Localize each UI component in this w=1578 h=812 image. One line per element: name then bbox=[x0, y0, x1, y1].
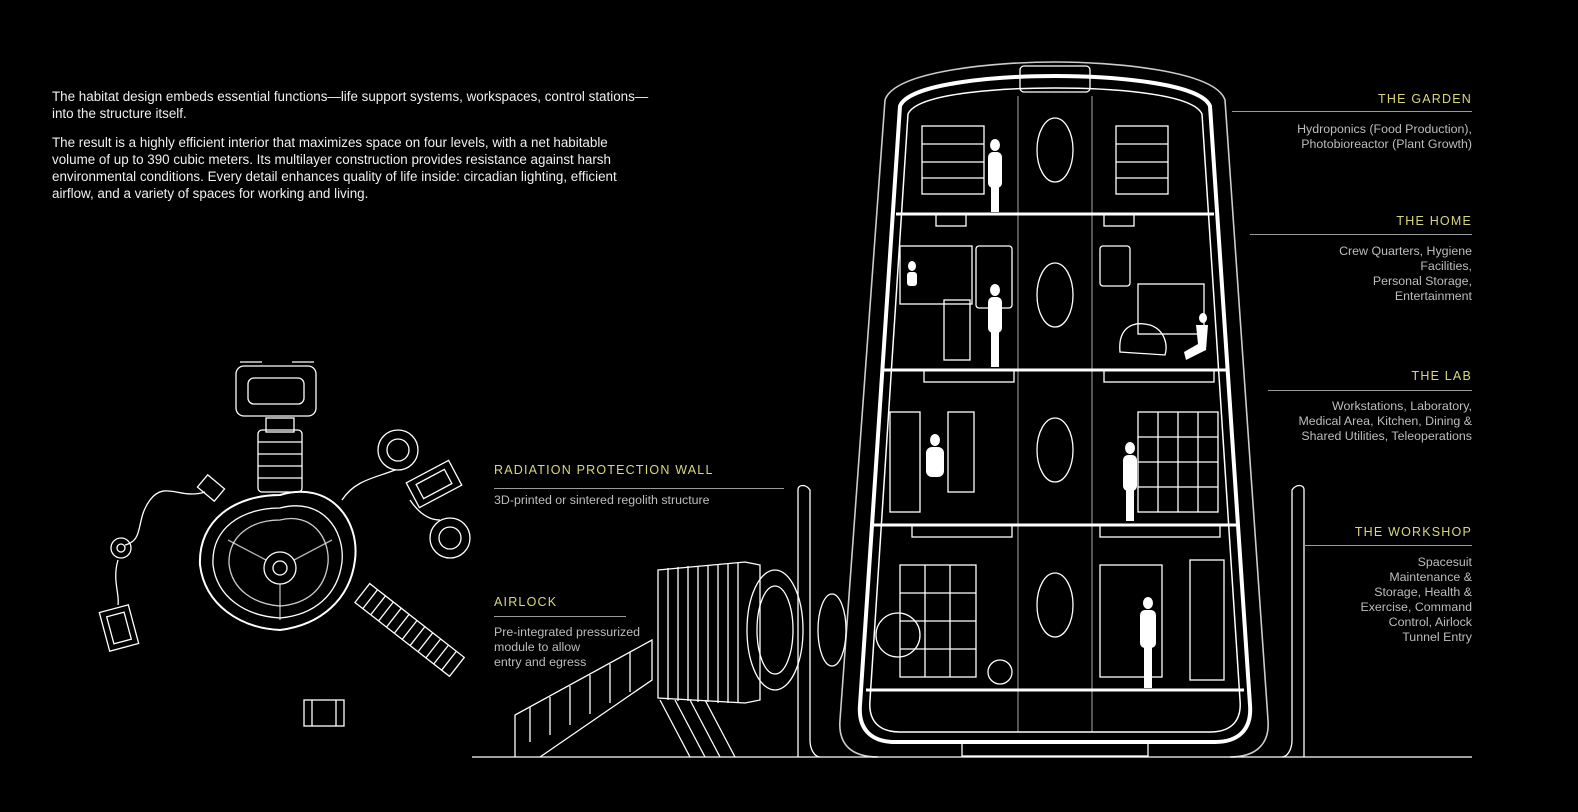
workshop-title: THE WORKSHOP bbox=[1354, 525, 1472, 539]
airlock-rule bbox=[494, 616, 626, 617]
intro-paragraph-1: The habitat design embeds essential func… bbox=[52, 89, 649, 121]
home-title: THE HOME bbox=[1396, 214, 1472, 228]
workshop-rule bbox=[1304, 545, 1472, 546]
radiation-wall-desc: 3D-printed or sintered regolith structur… bbox=[494, 493, 710, 507]
workshop-desc: Spacesuit Maintenance & Storage, Health … bbox=[1360, 555, 1472, 644]
lab-title: THE LAB bbox=[1411, 369, 1472, 383]
intro-text: The habitat design embeds essential func… bbox=[52, 88, 652, 214]
airlock-desc: Pre-integrated pressurized module to all… bbox=[494, 625, 641, 669]
airlock-title: AIRLOCK bbox=[494, 595, 558, 609]
radiation-rule bbox=[494, 488, 784, 489]
lab-rule bbox=[1268, 390, 1472, 391]
crew-figures bbox=[907, 139, 1208, 688]
home-desc: Crew Quarters, Hygiene Facilities, Perso… bbox=[1339, 244, 1472, 303]
section-view bbox=[472, 61, 1472, 758]
radiation-wall-title: RADIATION PROTECTION WALL bbox=[494, 463, 714, 477]
home-rule bbox=[1250, 234, 1472, 235]
intro-paragraph-2: The result is a highly efficient interio… bbox=[52, 135, 617, 201]
garden-desc: Hydroponics (Food Production), Photobior… bbox=[1297, 122, 1472, 151]
plan-view bbox=[98, 361, 471, 727]
garden-title: THE GARDEN bbox=[1378, 92, 1472, 106]
garden-rule bbox=[1232, 111, 1472, 112]
lab-desc: Workstations, Laboratory, Medical Area, … bbox=[1298, 399, 1472, 443]
